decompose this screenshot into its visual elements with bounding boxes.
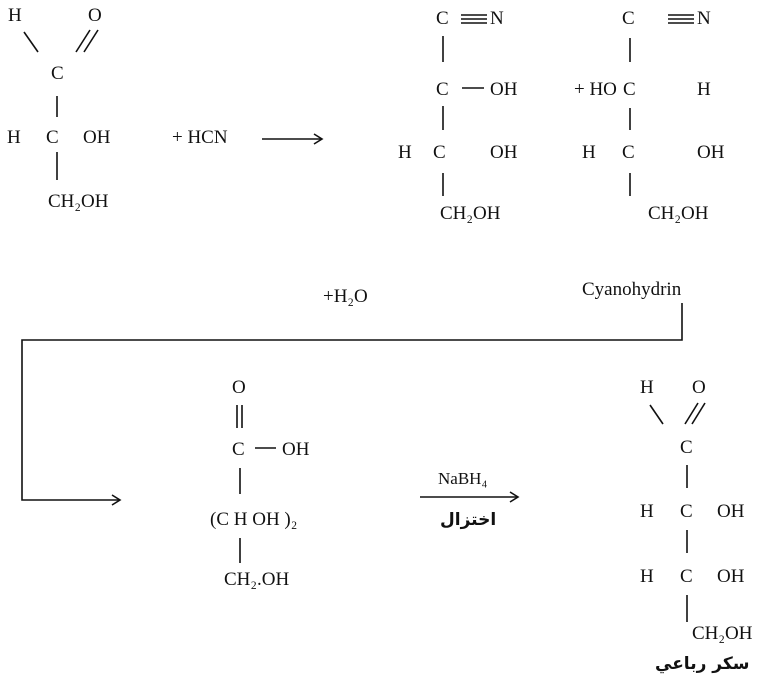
cyanohydrin-label: Cyanohydrin — [582, 279, 682, 300]
atom-c: C — [680, 437, 693, 458]
double-bond — [75, 29, 91, 53]
reduction-label: اختزال — [440, 510, 497, 530]
arrow-head — [313, 133, 324, 145]
double-bond — [684, 402, 699, 425]
group-oh: OH — [697, 142, 725, 163]
atom-h: H — [8, 5, 22, 26]
group-oh: OH — [490, 79, 518, 100]
group-oh: OH — [282, 439, 310, 460]
double-bond — [691, 402, 706, 425]
group-ch2oh: CH₂OH — [48, 191, 109, 212]
group-oh: OH — [490, 142, 518, 163]
reagent-nabh4: NaBH₄ — [438, 469, 488, 488]
product-label: سكر رباعي — [655, 654, 750, 674]
group-oh: OH — [717, 566, 745, 587]
atom-h: H — [7, 127, 21, 148]
group-ch2oh: CH₂OH — [692, 623, 753, 644]
reagent-hcn: + HCN — [172, 127, 228, 148]
atom-h: H — [640, 566, 654, 587]
atom-h: H — [582, 142, 596, 163]
atom-c: C — [680, 566, 693, 587]
arrow-head — [509, 491, 520, 503]
atom-h: H — [697, 79, 711, 100]
single-bond — [649, 404, 664, 425]
atom-o: O — [232, 377, 246, 398]
group-choh-2: (C H OH )₂ — [210, 509, 298, 530]
group-ch2oh: CH₂OH — [648, 203, 709, 224]
atom-h: H — [640, 501, 654, 522]
group-oh: OH — [83, 127, 111, 148]
arrow-head — [111, 494, 122, 506]
double-bond — [83, 29, 99, 53]
atom-c: C — [46, 127, 59, 148]
atom-c: C — [680, 501, 693, 522]
atom-c: C — [433, 142, 446, 163]
water-label: +H₂O — [323, 286, 368, 307]
atom-n: N — [697, 8, 711, 29]
group-ch2oh: CH₂.OH — [224, 569, 290, 590]
atom-c: C — [436, 8, 449, 29]
group-oh: OH — [717, 501, 745, 522]
connector-arrow — [21, 303, 683, 501]
atom-o: O — [692, 377, 706, 398]
atom-c: C — [623, 79, 636, 100]
atom-c: C — [622, 8, 635, 29]
atom-c: C — [622, 142, 635, 163]
atom-c: C — [436, 79, 449, 100]
group-ch2oh: CH₂OH — [440, 203, 501, 224]
atom-c: C — [232, 439, 245, 460]
atom-o: O — [88, 5, 102, 26]
group-ho: + HO — [574, 79, 617, 100]
atom-h: H — [640, 377, 654, 398]
single-bond — [23, 31, 39, 53]
atom-n: N — [490, 8, 504, 29]
atom-c: C — [51, 63, 64, 84]
atom-h: H — [398, 142, 412, 163]
